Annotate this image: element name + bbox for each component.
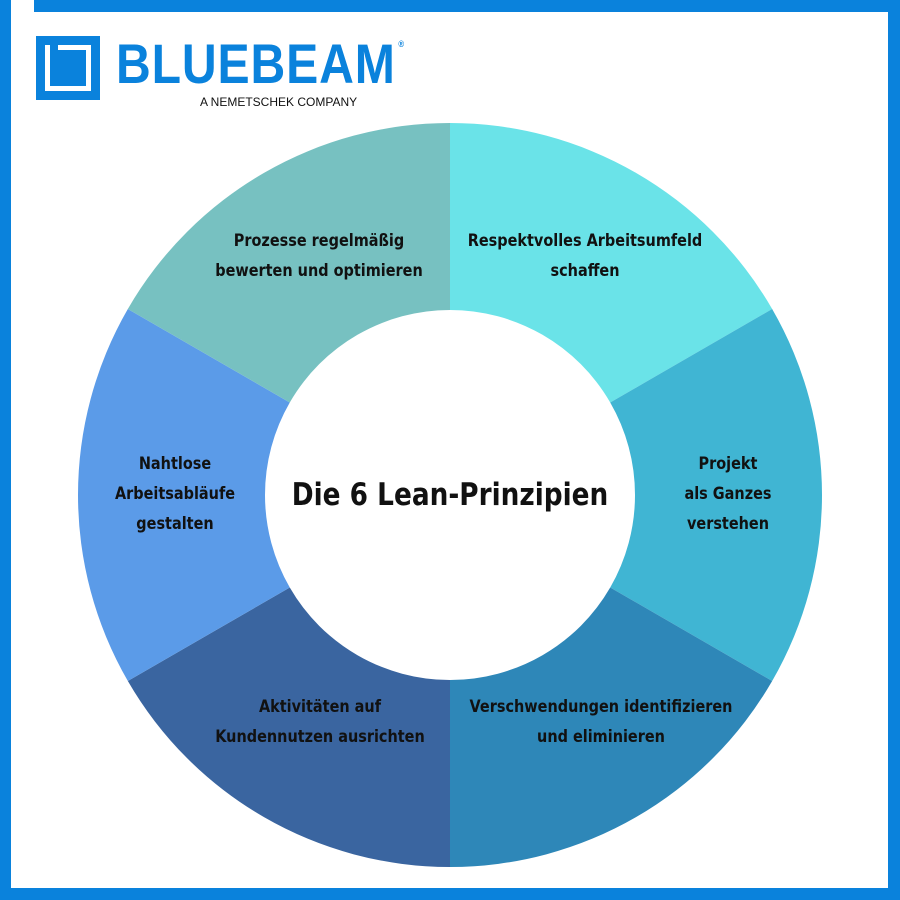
segment-label: Prozesse regelmäßig bewerten und optimier… bbox=[215, 226, 423, 286]
segment-label-line: Verschwendungen identifizieren bbox=[469, 697, 733, 717]
frame-left bbox=[0, 0, 11, 900]
segment-label-line: Prozesse regelmäßig bbox=[233, 231, 405, 251]
segment-label: Projekt als Ganzes verstehen bbox=[684, 449, 771, 539]
segment-label-line: und eliminieren bbox=[537, 727, 665, 747]
bluebeam-logo-icon bbox=[36, 36, 100, 100]
donut-segment bbox=[610, 309, 822, 681]
segment-label-line: als Ganzes bbox=[684, 484, 772, 504]
brand-wordmark: BLUEBEAM® bbox=[116, 36, 405, 92]
frame-right bbox=[888, 0, 900, 900]
segment-label-line: verstehen bbox=[686, 514, 770, 534]
segment-label-line: schaffen bbox=[550, 261, 620, 281]
donut-segment bbox=[127, 587, 450, 867]
donut-segment bbox=[127, 122, 450, 403]
donut-segment bbox=[450, 123, 773, 403]
segment-label: Verschwendungen identifizieren und elimin… bbox=[470, 692, 733, 752]
segment-label-line: bewerten und optimieren bbox=[215, 261, 423, 281]
donut-segment bbox=[450, 587, 773, 867]
segment-label: Respektvolles Arbeitsumfeld schaffen bbox=[468, 226, 703, 286]
brand-name: BLUEBEAM bbox=[116, 32, 396, 95]
frame-bottom bbox=[0, 888, 900, 900]
registered-mark: ® bbox=[398, 39, 405, 49]
segment-label-line: Arbeitsabläufe bbox=[114, 484, 236, 504]
segment-label-line: gestalten bbox=[136, 514, 214, 534]
segment-label-line: Respektvolles Arbeitsumfeld bbox=[467, 231, 703, 251]
donut-segment bbox=[78, 309, 290, 681]
diagram-title: Die 6 Lean-Prinzipien bbox=[291, 477, 609, 513]
segment-label-line: Kundennutzen ausrichten bbox=[215, 727, 425, 747]
segment-label-line: Projekt bbox=[698, 454, 758, 474]
frame-top bbox=[34, 0, 900, 12]
segment-label-line: Aktivitäten auf bbox=[258, 697, 382, 717]
segment-label-line: Nahtlose bbox=[138, 454, 212, 474]
brand-tagline: A NEMETSCHEK COMPANY bbox=[200, 95, 358, 109]
